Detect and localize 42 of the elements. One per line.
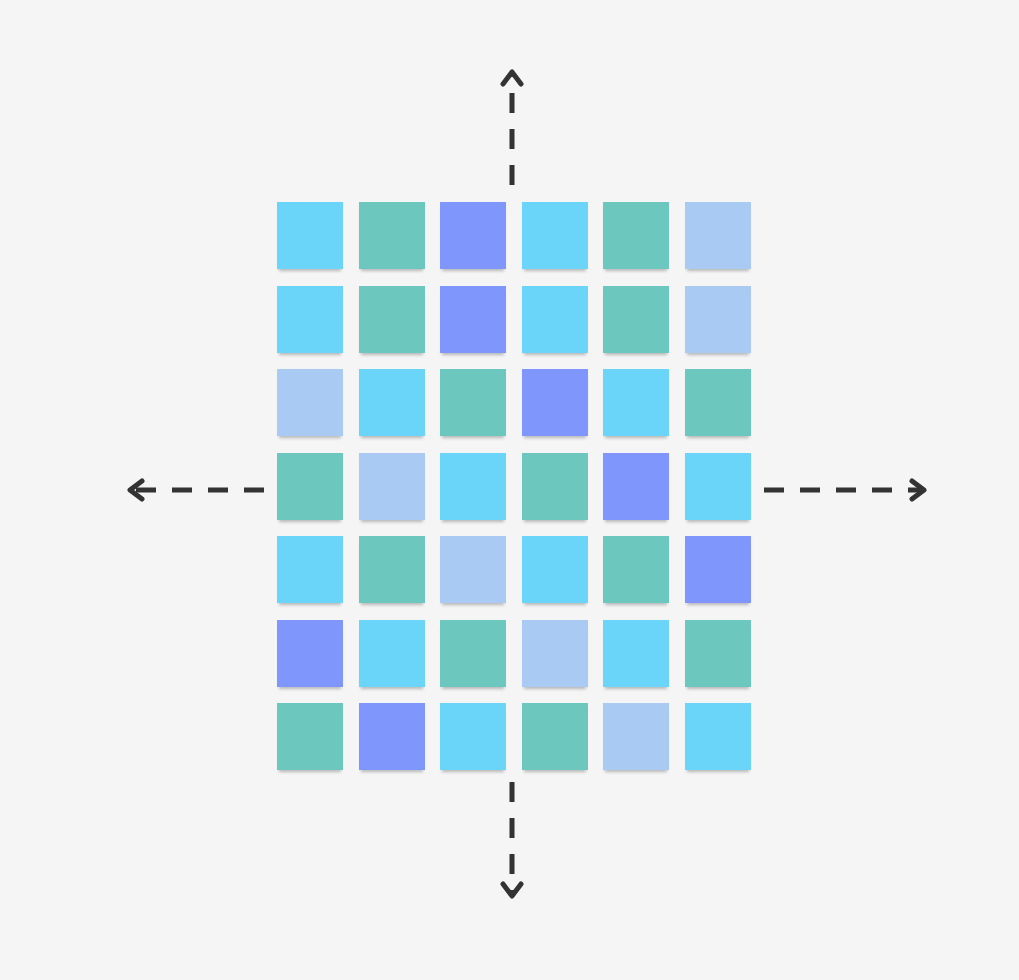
sticky-note <box>440 369 506 436</box>
sticky-note <box>440 703 506 770</box>
sticky-note <box>358 202 425 269</box>
sticky-note <box>440 202 506 269</box>
sticky-note <box>603 285 669 353</box>
sticky-note <box>684 202 751 269</box>
sticky-note <box>684 369 751 436</box>
sticky-note <box>684 285 751 353</box>
sticky-note <box>277 202 343 269</box>
sticky-note <box>603 536 669 603</box>
sticky-note <box>603 703 669 770</box>
sticky-note <box>277 536 343 603</box>
sticky-note <box>521 703 588 770</box>
sticky-note <box>521 619 588 687</box>
sticky-note <box>358 285 425 353</box>
sticky-note <box>521 202 588 269</box>
sticky-note <box>440 536 506 603</box>
sticky-note <box>603 369 669 436</box>
sticky-note <box>358 452 425 520</box>
sticky-note <box>277 703 343 770</box>
sticky-note <box>684 619 751 687</box>
sticky-note <box>521 452 588 520</box>
sticky-note <box>684 452 751 520</box>
sticky-note <box>684 703 751 770</box>
sticky-note <box>521 285 588 353</box>
sticky-note <box>603 202 669 269</box>
sticky-note <box>358 536 425 603</box>
sticky-note <box>440 452 506 520</box>
sticky-note <box>603 452 669 520</box>
sticky-note <box>358 619 425 687</box>
sticky-note <box>521 369 588 436</box>
sticky-note <box>684 536 751 603</box>
sticky-note <box>440 619 506 687</box>
sticky-note <box>521 536 588 603</box>
sticky-note <box>603 619 669 687</box>
sticky-note <box>277 369 343 436</box>
sticky-note <box>277 452 343 520</box>
sticky-note <box>440 285 506 353</box>
sticky-note <box>277 619 343 687</box>
sticky-note <box>277 285 343 353</box>
sticky-note <box>358 369 425 436</box>
sticky-note <box>358 703 425 770</box>
